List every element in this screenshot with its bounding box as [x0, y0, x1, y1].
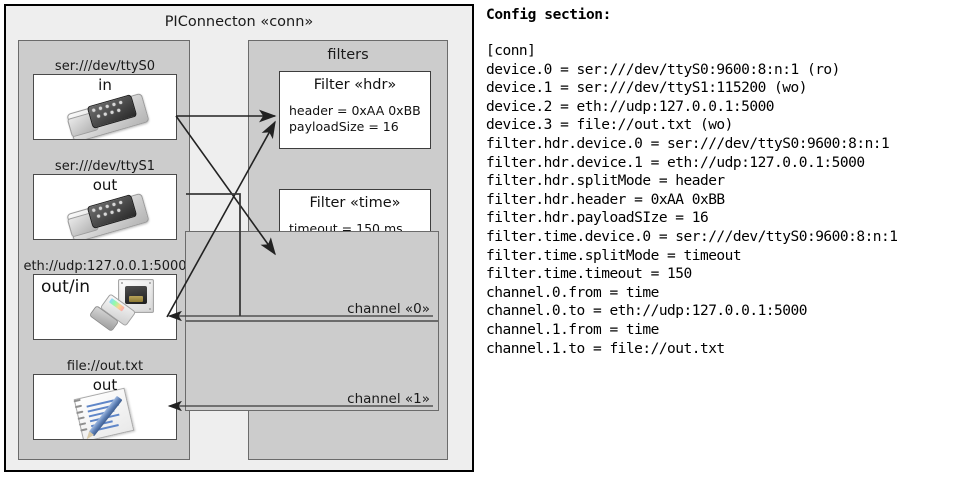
channel-rect-1: channel «1» [185, 321, 439, 411]
notepad-pencil-icon [73, 387, 142, 439]
config-line: device.0 = ser:///dev/ttyS0:9600:8:n:1 (… [486, 61, 840, 78]
config-line: filter.hdr.splitMode = header [486, 173, 725, 190]
device-io-label-file: out [92, 376, 118, 394]
config-line: channel.0.to = eth://udp:127.0.0.1:5000 [486, 303, 807, 320]
device-box-ttys1[interactable]: out [33, 174, 177, 240]
device-box-file[interactable]: out [33, 374, 177, 440]
config-line: filter.hdr.header = 0xAA 0xBB [486, 191, 725, 208]
config-line: device.2 = eth://udp:127.0.0.1:5000 [486, 98, 775, 115]
config-line: filter.hdr.payloadSIze = 16 [486, 210, 709, 227]
device-io-label-eth: out/in [41, 277, 91, 297]
device-label-ttys1: ser:///dev/ttyS1 [54, 159, 156, 174]
config-line: channel.1.from = time [486, 321, 659, 338]
filters-panel: filters Filter «hdr» header = 0xAA 0xBB … [185, 40, 448, 460]
device-box-eth[interactable]: out/in [33, 274, 177, 340]
config-line: channel.0.from = time [486, 284, 659, 301]
filter-prop: payloadSize = 16 [289, 119, 399, 134]
channel-rect-0: channel «0» [185, 231, 439, 321]
config-line: device.1 = ser:///dev/ttyS1:115200 (wo) [486, 80, 807, 97]
filter-props-hdr: header = 0xAA 0xBB payloadSize = 16 [289, 103, 430, 135]
arrow-eth-to-hdr [166, 120, 276, 318]
device-io-label-ttys1: out [92, 176, 118, 194]
config-line: [conn] [486, 43, 536, 59]
channel-label-0: channel «0» [347, 301, 430, 317]
line-time-to-channel0 [186, 193, 241, 316]
ethernet-rj45-icon [88, 279, 172, 339]
config-section-body[interactable]: [conn] device.0 = ser:///dev/ttyS0:9600:8… [486, 42, 898, 358]
filters-panel-title: filters [327, 47, 369, 63]
filter-title-hdr: Filter «hdr» [313, 77, 397, 93]
device-group-ttys1: ser:///dev/ttyS1 out [33, 159, 177, 240]
devices-panel: ser:///dev/ttyS0 in ser:///d [18, 40, 190, 460]
device-box-ttys0[interactable]: in [33, 74, 177, 140]
config-section: Config section: [conn] device.0 = ser:///… [482, 0, 964, 484]
config-line: filter.hdr.device.1 = eth://udp:127.0.0.… [486, 154, 865, 171]
config-line: filter.time.splitMode = timeout [486, 247, 742, 264]
device-io-label-ttys0: in [98, 76, 112, 94]
device-group-eth: eth://udp:127.0.0.1:5000 out/in [23, 259, 187, 340]
filter-box-hdr[interactable]: Filter «hdr» header = 0xAA 0xBB payloadS… [279, 71, 431, 149]
serial-db9-icon [66, 92, 150, 139]
diagram-title: PIConnecton «conn» [164, 14, 314, 30]
connector-arrows [166, 109, 433, 412]
device-label-eth: eth://udp:127.0.0.1:5000 [23, 259, 187, 274]
device-label-ttys0: ser:///dev/ttyS0 [54, 59, 156, 74]
config-line: filter.time.device.0 = ser:///dev/ttyS0:… [486, 228, 898, 245]
config-line: filter.hdr.device.0 = ser:///dev/ttyS0:9… [486, 135, 890, 152]
arrow-ttys0-to-time [175, 115, 276, 256]
device-group-file: file://out.txt out [33, 359, 177, 440]
config-line: filter.time.timeout = 150 [486, 266, 692, 283]
config-line: channel.1.to = file://out.txt [486, 340, 725, 357]
device-label-file: file://out.txt [66, 359, 144, 374]
config-section-header: Config section: [486, 7, 611, 23]
filter-title-time: Filter «time» [309, 195, 401, 211]
channel-label-1: channel «1» [347, 391, 430, 407]
config-line: device.3 = file://out.txt (wo) [486, 117, 733, 134]
serial-db9-icon [66, 192, 150, 239]
piconnecton-diagram: PIConnecton «conn» ser:///dev/ttyS0 in [4, 4, 474, 476]
filter-prop: header = 0xAA 0xBB [289, 103, 421, 118]
device-group-ttys0: ser:///dev/ttyS0 in [33, 59, 177, 140]
